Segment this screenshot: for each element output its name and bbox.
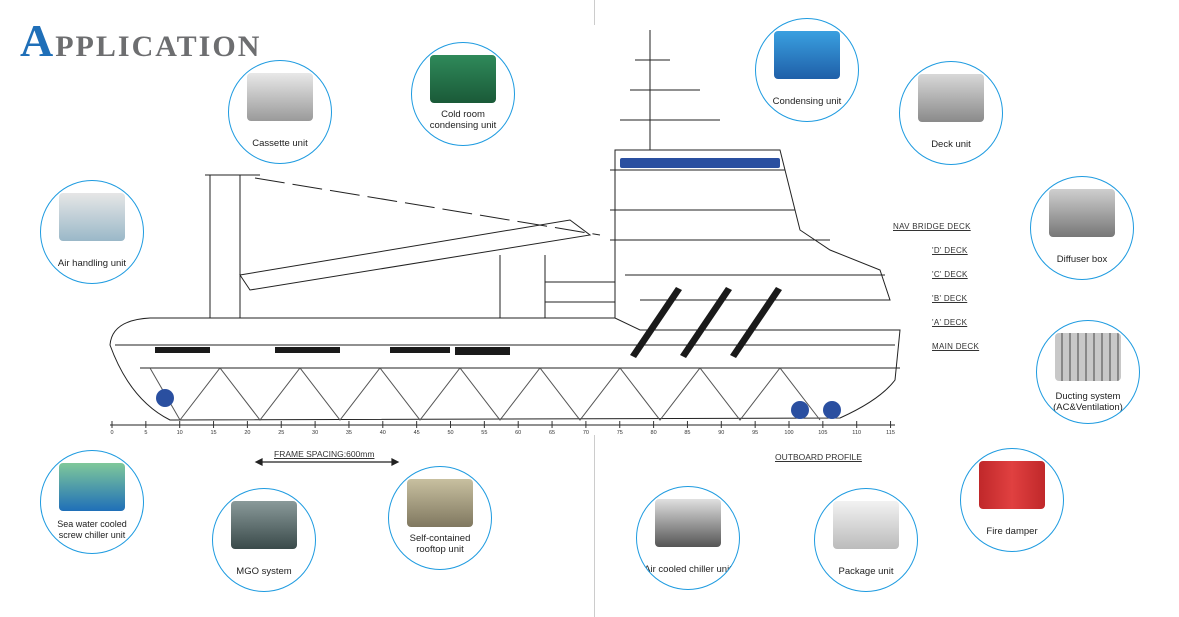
frame-scale-label: 70 bbox=[583, 430, 589, 436]
frame-scale-label: 50 bbox=[447, 430, 453, 436]
ducting-image bbox=[1055, 333, 1121, 381]
frame-scale-label: 85 bbox=[684, 430, 690, 436]
title-initial: A bbox=[20, 15, 56, 66]
deck-label-a: 'A' DECK bbox=[932, 318, 968, 327]
cold-room-unit-image bbox=[430, 55, 496, 103]
frame-scale-label: 15 bbox=[210, 430, 216, 436]
divider-top bbox=[594, 0, 595, 25]
fire-damper-image bbox=[979, 461, 1045, 509]
application-air-cooled-chiller: Air cooled chiller unit bbox=[636, 486, 740, 590]
frame-scale-label: 30 bbox=[312, 430, 318, 436]
application-label: Air handling unit bbox=[57, 258, 127, 269]
application-label: Package unit bbox=[838, 566, 894, 577]
outboard-profile-label: OUTBOARD PROFILE bbox=[775, 452, 862, 462]
frame-scale-label: 95 bbox=[752, 430, 758, 436]
frame-scale-label: 10 bbox=[177, 430, 183, 436]
frame-spacing-label: FRAME SPACING:600mm bbox=[274, 449, 375, 459]
application-sea-water-cooled-chiller: Sea water cooled screw chiller unit bbox=[40, 450, 144, 554]
sea-water-chiller-image bbox=[59, 463, 125, 511]
application-diffuser-box: Diffuser box bbox=[1030, 176, 1134, 280]
condensing-unit-image bbox=[774, 31, 840, 79]
application-self-contained-rooftop-unit: Self-contained rooftop unit bbox=[388, 466, 492, 570]
application-air-handling-unit: Air handling unit bbox=[40, 180, 144, 284]
application-cassette-unit: Cassette unit bbox=[228, 60, 332, 164]
frame-scale-label: 80 bbox=[651, 430, 657, 436]
title-rest: PPLICATION bbox=[55, 30, 262, 63]
frame-scale-label: 110 bbox=[852, 430, 861, 436]
frame-scale-label: 75 bbox=[617, 430, 623, 436]
application-package-unit: Package unit bbox=[814, 488, 918, 592]
deck-label-d: 'D' DECK bbox=[932, 246, 968, 255]
application-label: Cassette unit bbox=[252, 138, 308, 149]
deck-label-main: MAIN DECK bbox=[932, 342, 980, 351]
application-label: Deck unit bbox=[931, 139, 971, 150]
page-title: APPLICATION bbox=[20, 14, 261, 67]
application-condensing-unit: Condensing unit bbox=[755, 18, 859, 122]
application-label: Sea water cooled screw chiller unit bbox=[57, 519, 127, 540]
application-label: Air cooled chiller unit bbox=[644, 564, 732, 575]
deck-unit-image bbox=[918, 74, 984, 122]
divider-bottom bbox=[594, 435, 595, 617]
frame-scale-label: 20 bbox=[244, 430, 250, 436]
diffuser-box-image bbox=[1049, 189, 1115, 237]
application-cold-room-condensing-unit: Cold room condensing unit bbox=[411, 42, 515, 146]
frame-scale-label: 60 bbox=[515, 430, 521, 436]
application-label: Cold room condensing unit bbox=[429, 109, 497, 131]
frame-scale-label: 115 bbox=[886, 430, 895, 436]
frame-scale-label: 105 bbox=[818, 430, 827, 436]
cassette-unit-image bbox=[247, 73, 313, 121]
application-ducting-system: Ducting system (AC&Ventilation) bbox=[1036, 320, 1140, 424]
air-cooled-chiller-image bbox=[655, 499, 721, 547]
frame-scale-label: 55 bbox=[481, 430, 487, 436]
frame-scale-label: 100 bbox=[784, 430, 793, 436]
frame-scale-label: 65 bbox=[549, 430, 555, 436]
frame-scale-label: 5 bbox=[144, 430, 147, 436]
application-mgo-system: MGO system bbox=[212, 488, 316, 592]
application-label: Condensing unit bbox=[772, 96, 842, 107]
application-label: Fire damper bbox=[986, 526, 1038, 537]
deck-label-b: 'B' DECK bbox=[932, 294, 968, 303]
frame-scale-label: 40 bbox=[380, 430, 386, 436]
deck-label-nav-bridge: NAV BRIDGE DECK bbox=[893, 222, 971, 231]
application-label: MGO system bbox=[236, 566, 292, 577]
package-unit-image bbox=[833, 501, 899, 549]
frame-scale-label: 45 bbox=[414, 430, 420, 436]
frame-scale-label: 35 bbox=[346, 430, 352, 436]
application-label: Ducting system (AC&Ventilation) bbox=[1053, 391, 1123, 413]
frame-scale-label: 25 bbox=[278, 430, 284, 436]
air-handling-unit-image bbox=[59, 193, 125, 241]
application-deck-unit: Deck unit bbox=[899, 61, 1003, 165]
frame-scale-label: 0 bbox=[110, 430, 113, 436]
application-label: Self-contained rooftop unit bbox=[409, 533, 471, 555]
deck-label-c: 'C' DECK bbox=[932, 270, 968, 279]
frame-scale-label: 90 bbox=[718, 430, 724, 436]
application-fire-damper: Fire damper bbox=[960, 448, 1064, 552]
mgo-system-image bbox=[231, 501, 297, 549]
rooftop-unit-image bbox=[407, 479, 473, 527]
application-label: Diffuser box bbox=[1056, 254, 1108, 265]
